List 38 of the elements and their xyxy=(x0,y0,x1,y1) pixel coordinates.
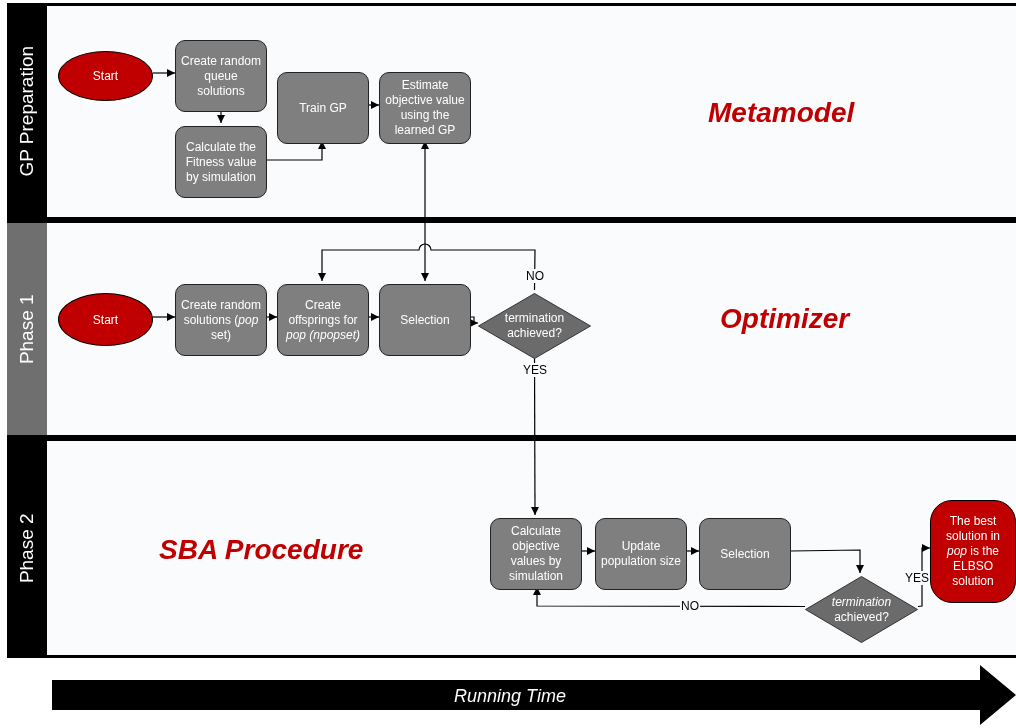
process-box: Create random solutions (pop set) xyxy=(175,284,267,356)
lane-title: Optimizer xyxy=(720,302,850,336)
process-box: Create random queue solutions xyxy=(175,40,267,112)
edge-label: YES xyxy=(904,571,930,585)
end-terminal: The best solution in pop is the ELBSO solution xyxy=(930,500,1016,603)
lane-title: Metamodel xyxy=(708,96,855,130)
arrow-label: Running Time xyxy=(453,685,567,708)
start-ellipse: Start xyxy=(58,51,153,101)
connector-arrow xyxy=(318,243,536,291)
connector-arrow xyxy=(790,549,864,574)
swimlane xyxy=(7,438,1016,658)
process-box: Update population size xyxy=(595,518,687,590)
decision-diamond: termination achieved? xyxy=(478,293,591,359)
lane-header: Phase 1 xyxy=(7,223,47,435)
edge-label: NO xyxy=(525,269,545,283)
lane-header: Phase 2 xyxy=(7,441,47,655)
swimlane xyxy=(7,3,1016,220)
process-box: Estimate objective value using the learned GP xyxy=(379,72,471,144)
connector-arrow xyxy=(368,101,380,109)
process-box: Selection xyxy=(699,518,791,590)
connector-arrow xyxy=(152,313,176,321)
connector-arrow xyxy=(686,547,700,555)
start-ellipse: Start xyxy=(58,293,153,346)
connector-arrow xyxy=(470,316,479,327)
process-box: Train GP xyxy=(277,72,369,144)
process-box: Create offsprings for pop (npopset) xyxy=(277,284,369,356)
lane-title: SBA Procedure xyxy=(159,533,364,567)
connector-arrow xyxy=(266,313,278,321)
lane-header: GP Preparation xyxy=(7,6,47,217)
process-box: Calculate objective values by simulation xyxy=(490,518,582,590)
swimlane xyxy=(7,220,1016,438)
process-box: Selection xyxy=(379,284,471,356)
process-box: Calculate the Fitness value by simulation xyxy=(175,126,267,198)
connector-arrow xyxy=(368,313,380,321)
connector-arrow xyxy=(581,547,596,555)
edge-label: YES xyxy=(522,363,548,377)
edge-label: NO xyxy=(680,599,700,613)
connector-arrow xyxy=(152,69,176,77)
